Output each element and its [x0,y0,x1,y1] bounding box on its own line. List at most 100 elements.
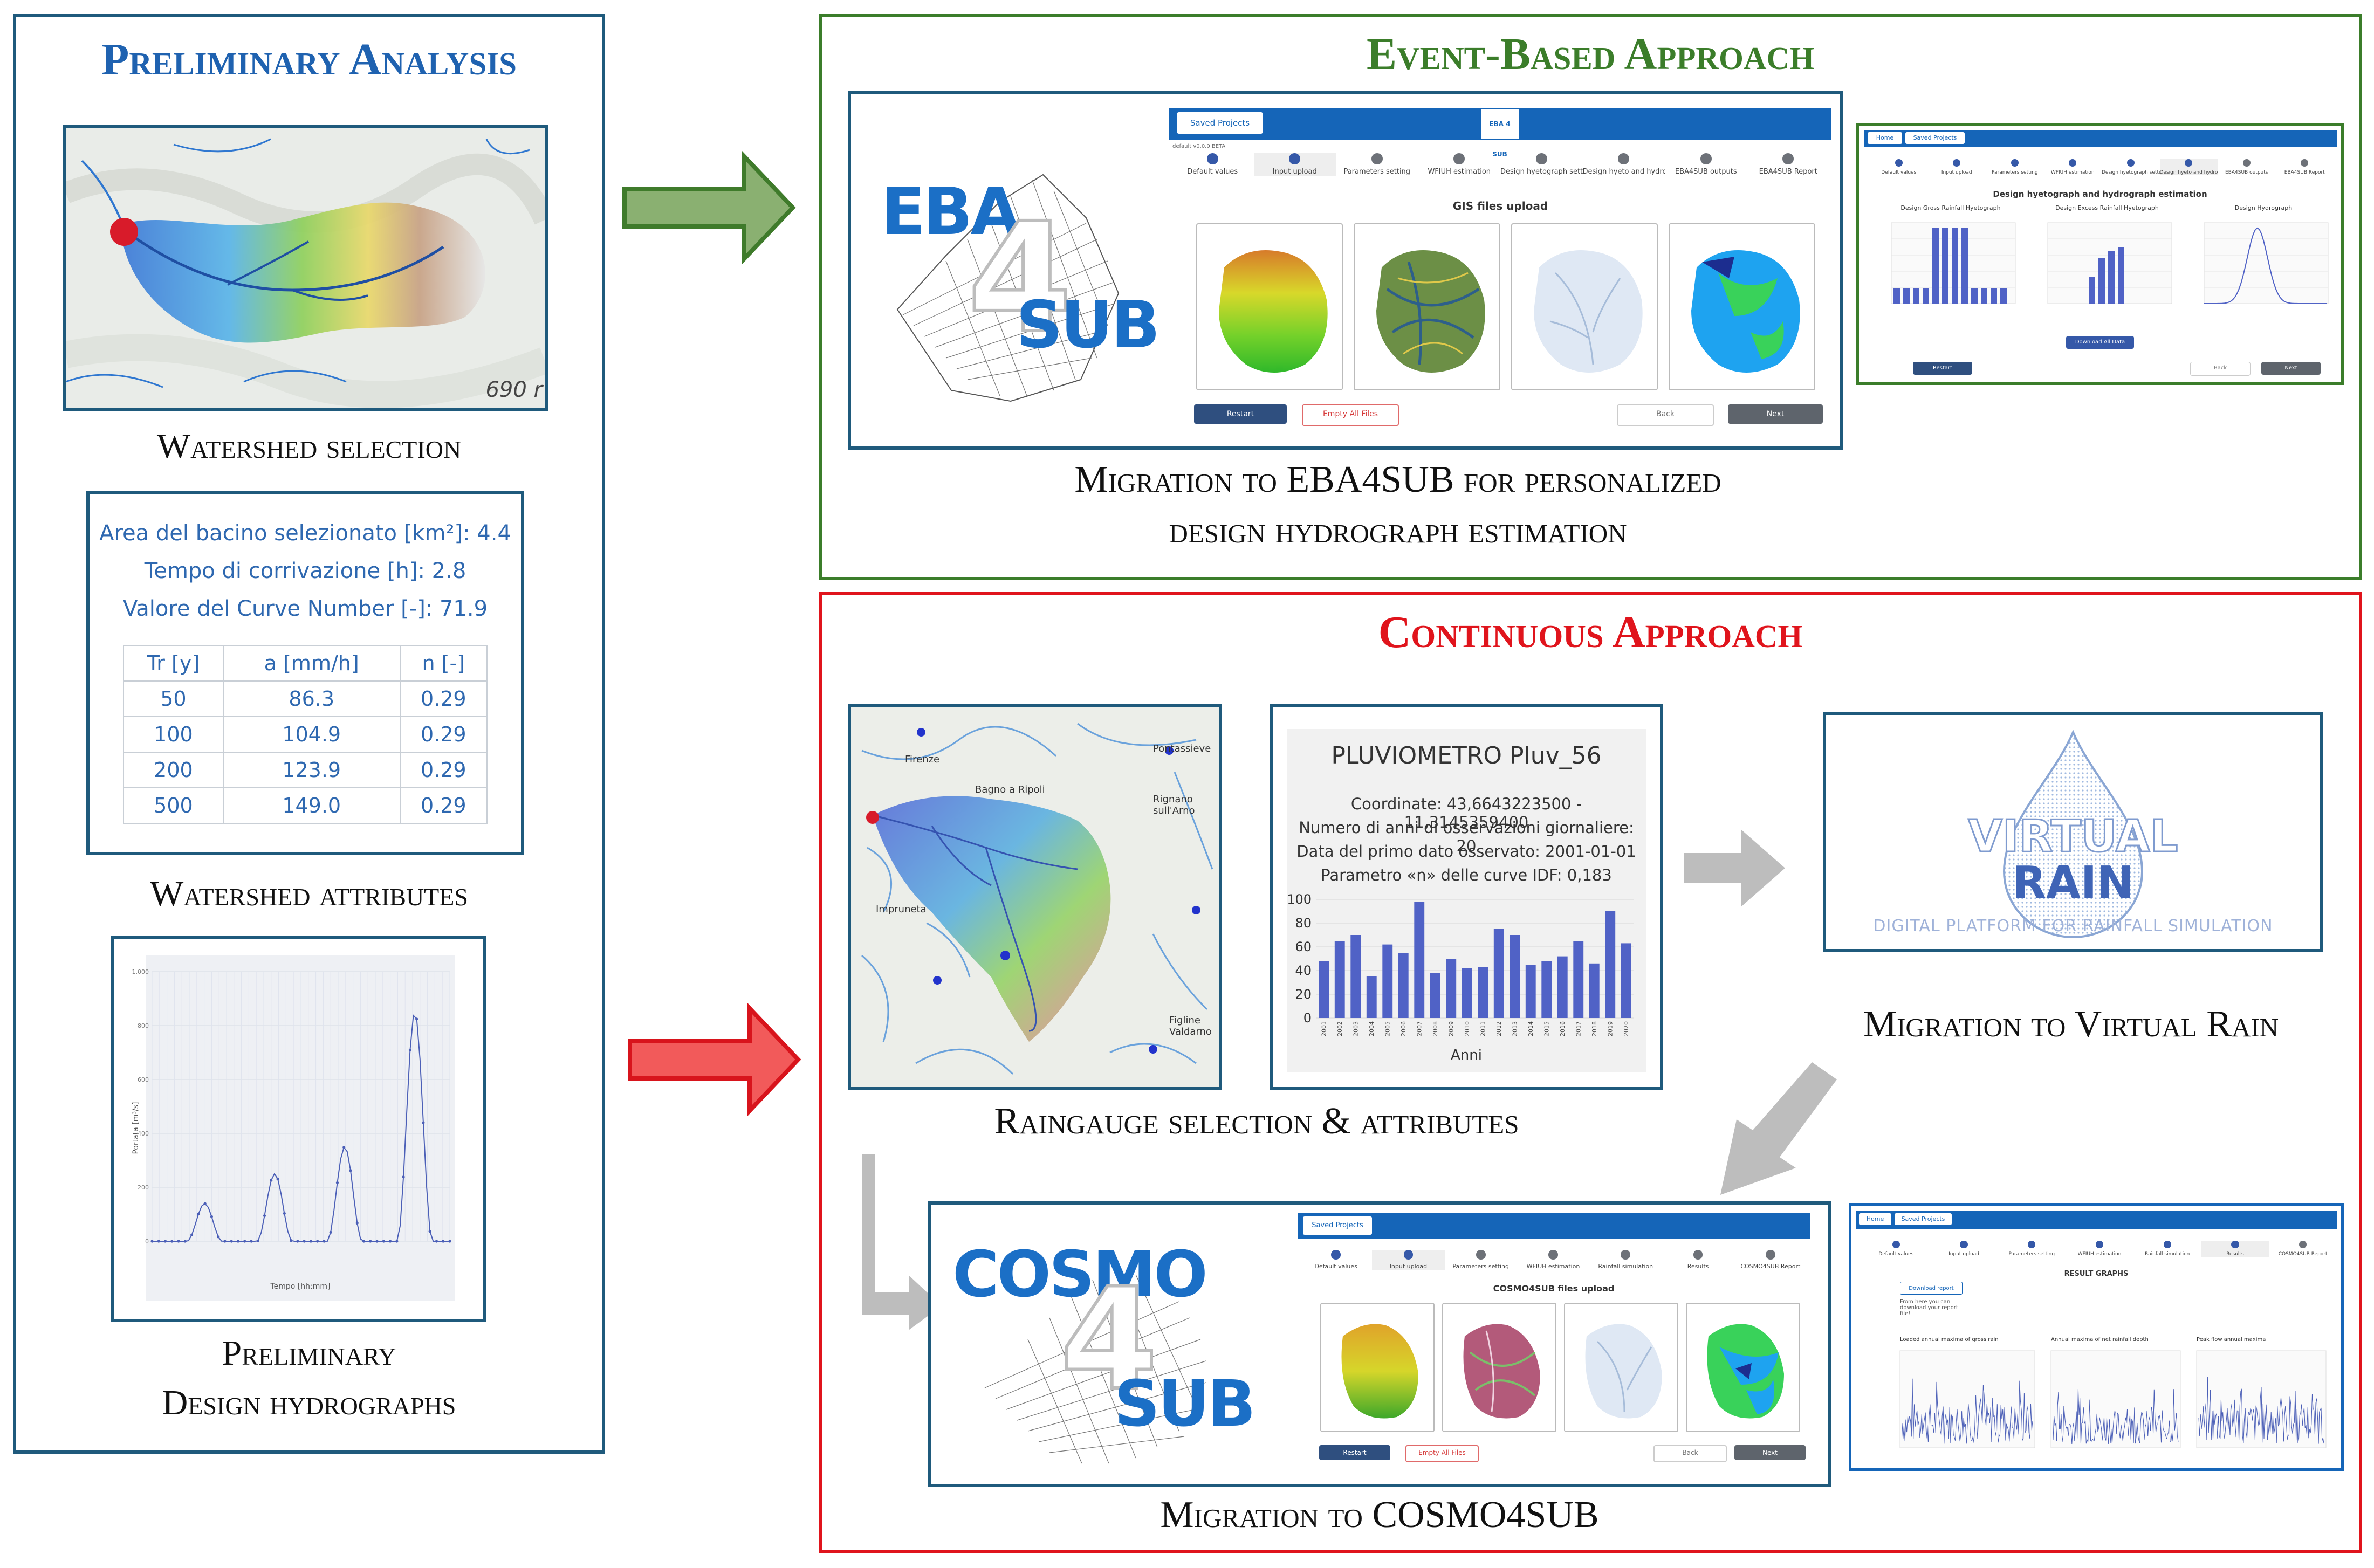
mini-gross-bar [1961,228,1968,304]
hydrograph-point [296,1240,299,1243]
continuous-title: Continuous Approach [1378,607,1803,657]
step-item[interactable]: Default values [1300,1250,1372,1270]
download-all-data-button[interactable]: Download All Data [2066,336,2134,349]
watershed-selection-caption: Watershed selection [156,427,462,466]
pluv-xtick: 2016 [1559,1021,1566,1036]
cosmo-dem-thumbnail[interactable] [1320,1303,1435,1432]
step-item[interactable]: Parameters setting [1336,153,1418,176]
cosmo-soil-thumbnail[interactable] [1686,1303,1800,1432]
mini-gross-bar [1991,288,1997,304]
step-item[interactable]: Results [1662,1250,1734,1270]
cosmo4sub-results-screen: Home Saved Projects Download report From… [1849,1203,2344,1471]
map-label: Firenze [905,754,940,765]
step-item[interactable]: Design hyeto and hydro [1583,153,1665,176]
cosmo-saved-projects-button[interactable]: Saved Projects [1303,1216,1372,1235]
hydrograph-point [395,1240,399,1243]
empty-files-button[interactable]: Empty All Files [1302,404,1399,426]
raingauge-point[interactable] [1165,746,1174,755]
step-label: EBA4SUB Report [1759,167,1817,176]
step-dot [1693,1250,1703,1260]
step-item[interactable]: WFIUH estimation [2044,159,2102,175]
watershed-map[interactable]: 690 r [63,125,548,411]
step-item[interactable]: Input upload [1372,1250,1445,1270]
hydrograph-ytick: 0 [145,1238,149,1245]
next-button[interactable]: Next [1728,404,1823,424]
step-item[interactable]: Input upload [1928,159,1986,175]
step-item[interactable]: Input upload [1930,1241,1998,1257]
step-item[interactable]: Rainfall simulation [2133,1241,2201,1257]
preliminary-analysis-title: Preliminary Analysis [101,35,517,85]
raingauge-point[interactable] [917,728,925,737]
pluv-bar [1382,944,1393,1018]
step-item[interactable]: Parameters setting [1998,1241,2066,1257]
cosmo-land-use-thumbnail[interactable] [1442,1303,1556,1432]
step-item[interactable]: Parameters setting [1445,1250,1517,1270]
step-item[interactable]: COSMO4SUB Report [2269,1241,2337,1257]
saved-projects-button[interactable]: Saved Projects [1177,112,1263,134]
raingauge-point[interactable] [933,976,942,985]
cosmo-next-button[interactable]: Next [1734,1445,1806,1460]
step-item[interactable]: EBA4SUB Report [2276,159,2334,175]
step-item[interactable]: Parameters setting [1986,159,2044,175]
step-item[interactable]: WFIUH estimation [1517,1250,1589,1270]
res-download-report-button[interactable]: Download report [1900,1282,1963,1295]
home-button[interactable]: Home [1868,132,1902,144]
restart-button[interactable]: Restart [1194,404,1287,424]
red-arrow-icon [628,1003,801,1116]
pluv-bar [1589,963,1600,1018]
step-label: Design hyeto and hydro [2159,170,2218,176]
step-item[interactable]: WFIUH estimation [2066,1241,2133,1257]
back-button[interactable]: Back [1617,404,1714,426]
raingauge-point[interactable] [1192,906,1200,914]
hydrograph-point [323,1240,326,1243]
step-item[interactable]: Default values [1171,153,1254,176]
step-item[interactable]: Rainfall simulation [1589,1250,1662,1270]
second-next-button[interactable]: Next [2261,362,2321,375]
step-item[interactable]: Input upload [1253,153,1336,176]
mini-chart-frame [2204,222,2329,304]
pluv-bar [1414,902,1425,1018]
mini-gross-bar [1981,288,1987,304]
step-item[interactable]: Design hyeto and hydro [2159,159,2218,176]
res-home-button[interactable]: Home [1859,1213,1891,1225]
pluv-bar [1525,965,1536,1018]
step-item[interactable]: EBA4SUB outputs [2218,159,2276,175]
pluv-bar [1462,968,1472,1018]
raingauge-point[interactable] [1000,951,1010,960]
cosmo-empty-files-button[interactable]: Empty All Files [1405,1445,1479,1462]
step-item[interactable]: Results [2201,1241,2269,1257]
second-restart-button[interactable]: Restart [1913,362,1972,375]
soil-thumbnail[interactable] [1669,223,1815,390]
step-dot [1548,1250,1558,1260]
step-item[interactable]: EBA4SUB outputs [1665,153,1747,176]
cosmo-back-button[interactable]: Back [1653,1445,1727,1462]
raingauge-point[interactable] [1149,1045,1157,1054]
eba4sub-logo-mid: 4 [966,189,1074,368]
outlet-marker[interactable] [866,811,879,824]
step-item[interactable]: Default values [1870,159,1928,175]
outlet-marker[interactable] [110,218,138,246]
gis-files-title: GIS files upload [1452,200,1548,212]
cosmo-restart-button[interactable]: Restart [1319,1445,1390,1460]
step-item[interactable]: Default values [1862,1241,1930,1257]
dem-thumbnail[interactable] [1196,223,1343,390]
second-saved-projects-button[interactable]: Saved Projects [1905,132,1965,144]
step-item[interactable]: WFIUH estimation [1418,153,1501,176]
land-use-thumbnail[interactable] [1354,223,1500,390]
network-thumbnail[interactable] [1511,223,1658,390]
second-back-button[interactable]: Back [2190,362,2251,376]
step-item[interactable]: Design hyetograph setti... [2102,159,2160,175]
hydrograph-point [389,1240,392,1243]
step-dot [2028,1241,2036,1249]
step-item[interactable]: Design hyetograph setti... [1500,153,1583,176]
hydrograph-point [236,1240,240,1243]
step-dot [2231,1241,2239,1249]
mesh-graphic [896,174,1120,402]
cosmo-network-thumbnail[interactable] [1564,1303,1678,1432]
eba4sub-version: default v0.0.0 BETA [1172,143,1226,149]
raingauge-map[interactable]: Firenze Pontassieve Bagno a Ripoli Rigna… [848,704,1222,1090]
res-saved-projects-button[interactable]: Saved Projects [1895,1213,1952,1225]
step-item[interactable]: COSMO4SUB Report [1734,1250,1807,1270]
step-item[interactable]: EBA4SUB Report [1747,153,1830,176]
step-label: COSMO4SUB Report [2278,1251,2328,1257]
